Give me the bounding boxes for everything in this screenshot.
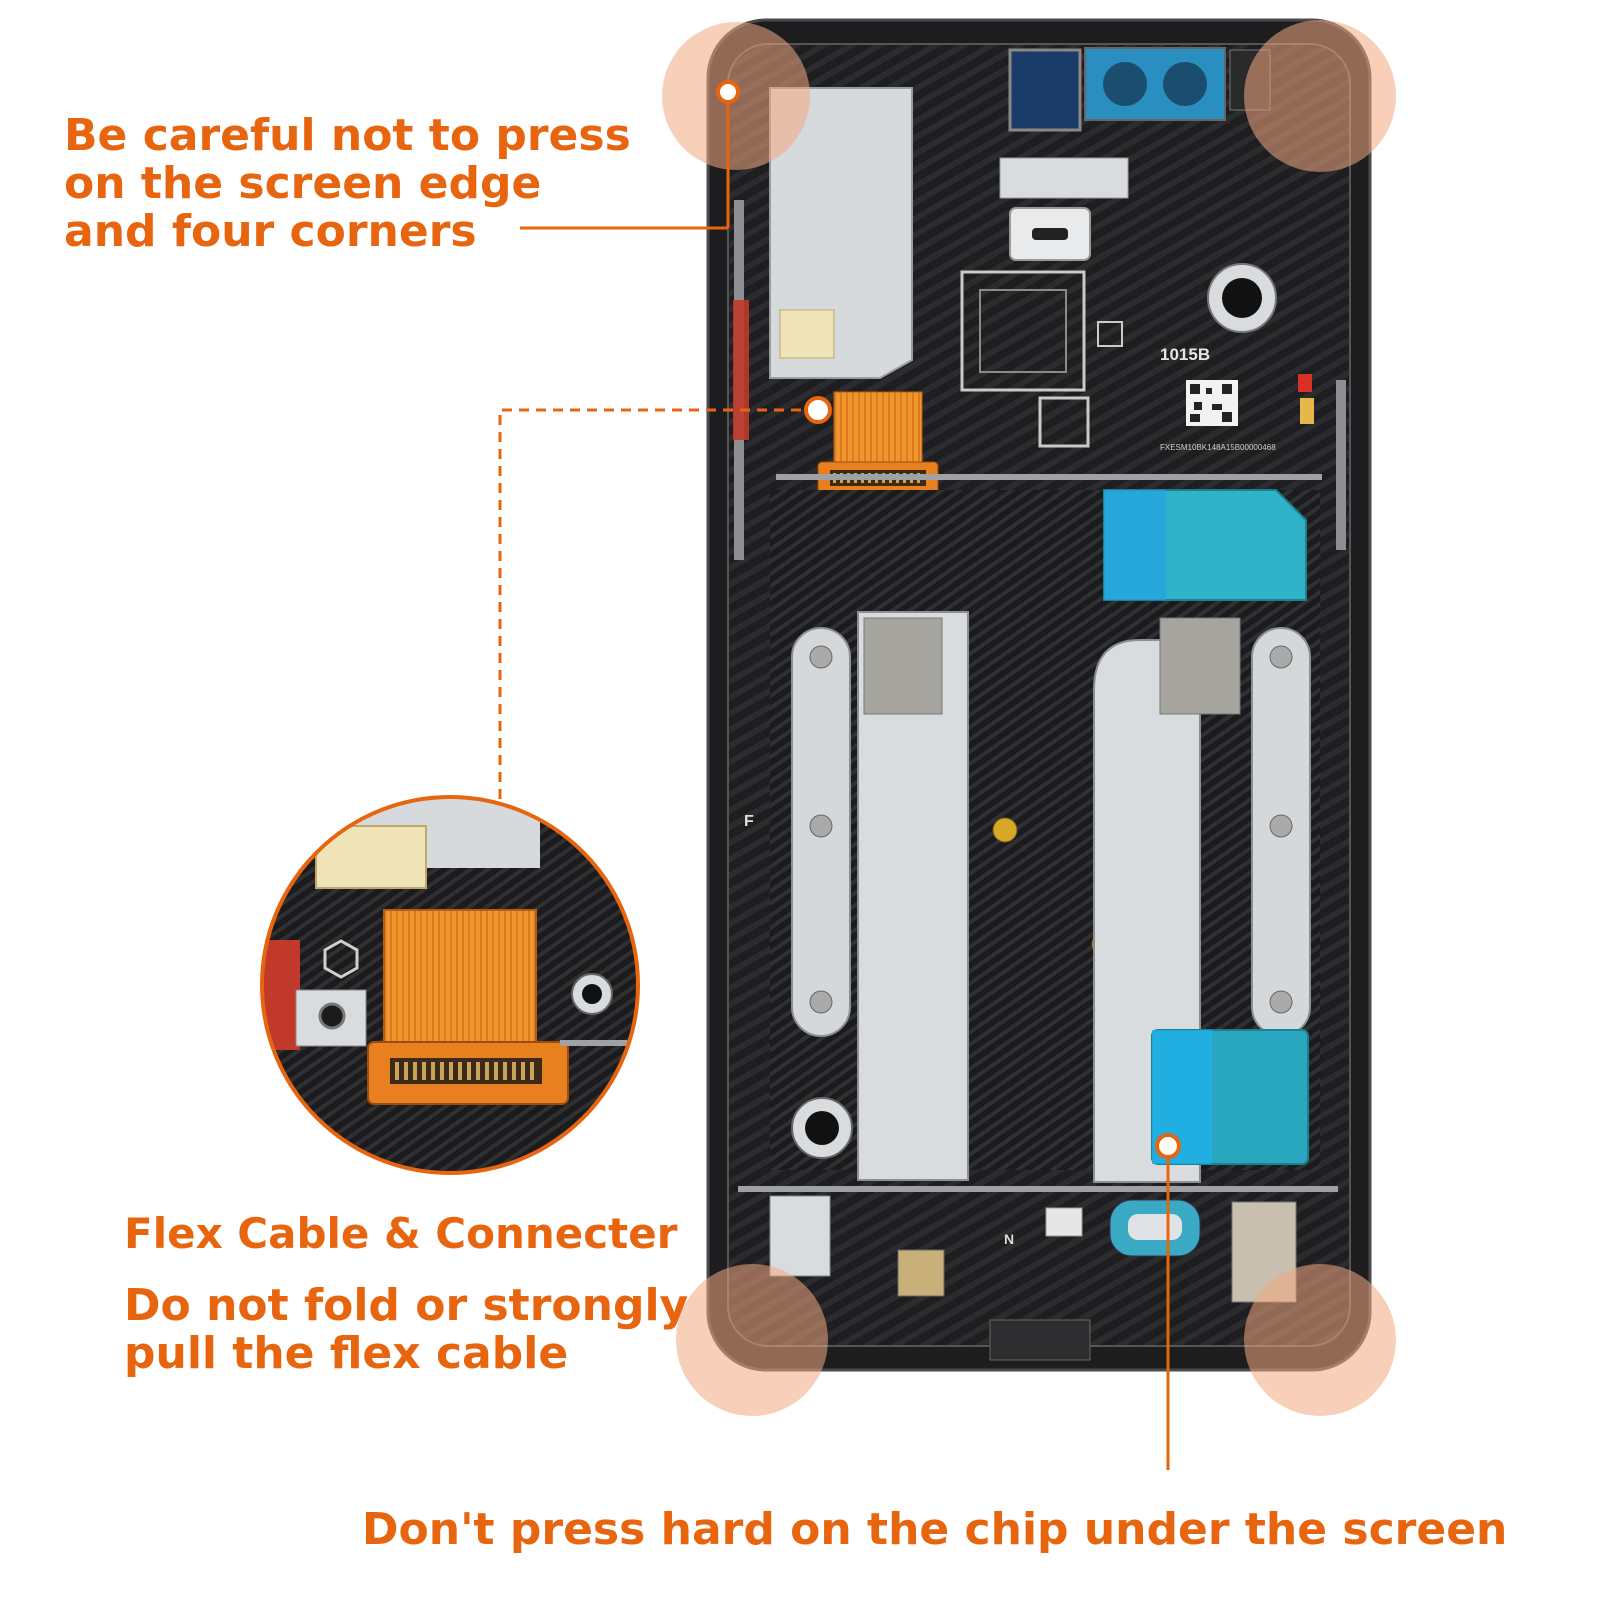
bottom-components	[738, 1186, 1338, 1361]
corner-highlight-bottom-right	[1244, 1264, 1396, 1416]
edge-warning-line-2: on the screen edge	[64, 158, 542, 209]
marker-f-label: F	[744, 813, 754, 830]
part-code-label: 1015B	[1160, 345, 1210, 364]
edge-warning-line-1: Be careful not to press	[64, 110, 631, 161]
edge-warning-line-3: and four corners	[64, 206, 477, 257]
edge-marker-icon	[716, 80, 740, 104]
magnifier-circle-icon	[260, 795, 640, 1175]
marker-n-label: N	[1004, 1231, 1014, 1247]
corner-highlight-bottom-left	[676, 1264, 828, 1416]
flex-warning-line-2: pull the flex cable	[124, 1328, 569, 1379]
flex-zoom-view	[260, 795, 640, 1175]
middle-components	[770, 489, 1320, 1183]
edge-warning-callout: Be careful not to press on the screen ed…	[64, 112, 631, 256]
flex-warning-line-1: Do not fold or strongly	[124, 1280, 689, 1331]
flex-warning-callout: Do not fold or strongly pull the flex ca…	[124, 1282, 688, 1378]
corner-highlight-top-right	[1244, 20, 1396, 172]
markers	[716, 80, 1181, 1159]
chip-marker-icon	[1155, 1133, 1181, 1159]
flex-cable-title: Flex Cable & Connecter	[124, 1209, 678, 1258]
serial-label: FXESM10BK148A15B00000468	[1160, 443, 1276, 452]
flex-cable	[817, 391, 939, 497]
leader-lines	[498, 96, 1170, 1470]
chip-warning-callout: Don't press hard on the chip under the s…	[362, 1504, 1508, 1555]
top-components	[769, 47, 1314, 448]
flex-marker-icon	[804, 396, 832, 424]
flex-leader-dashed-line	[498, 408, 818, 800]
